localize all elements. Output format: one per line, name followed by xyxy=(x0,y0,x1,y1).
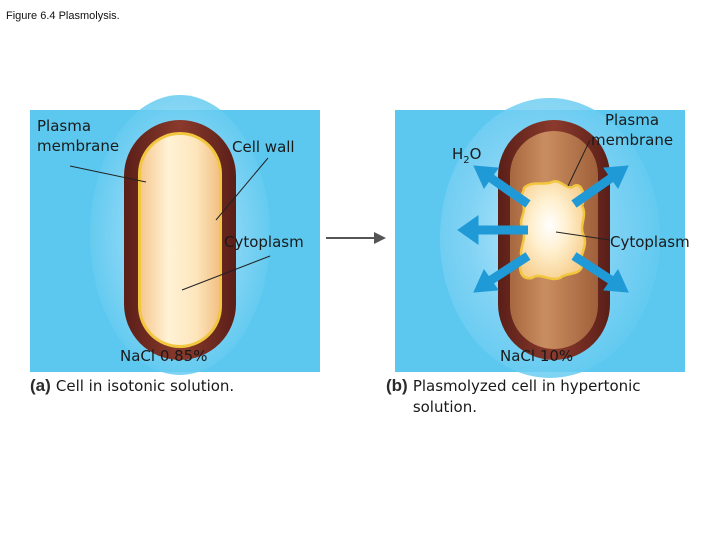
plasmolyzed-cell xyxy=(498,120,610,360)
water-flow-arrows xyxy=(457,165,629,293)
turgid-cell xyxy=(124,120,236,360)
label-plasma-membrane-b: Plasma membrane xyxy=(591,111,674,149)
caption-b-text: Plasmolyzed cell in hypertonic solution. xyxy=(412,377,641,416)
label-water: H2O xyxy=(452,145,482,166)
caption-b-letter: (b) xyxy=(386,376,408,395)
label-plasma-membrane-a: Plasma membrane xyxy=(37,117,120,155)
figure-title: Figure 6.4 Plasmolysis. xyxy=(6,10,120,22)
transition-arrow xyxy=(374,232,386,244)
label-cytoplasm-b: Cytoplasm xyxy=(610,233,690,251)
caption-a-text: Cell in isotonic solution. xyxy=(55,377,235,395)
label-cytoplasm-a: Cytoplasm xyxy=(224,233,304,251)
caption-a-letter: (a) xyxy=(30,376,51,395)
cytoplasm-a xyxy=(141,135,219,345)
caption-b: (b) Plasmolyzed cell in hypertonic solut… xyxy=(386,376,641,418)
label-solution-b: NaCl 10% xyxy=(500,347,574,365)
label-cell-wall: Cell wall xyxy=(232,138,295,156)
shrunken-cytoplasm xyxy=(518,180,587,281)
caption-a: (a) Cell in isotonic solution. xyxy=(30,376,234,397)
label-solution-a: NaCl 0.85% xyxy=(120,347,208,365)
